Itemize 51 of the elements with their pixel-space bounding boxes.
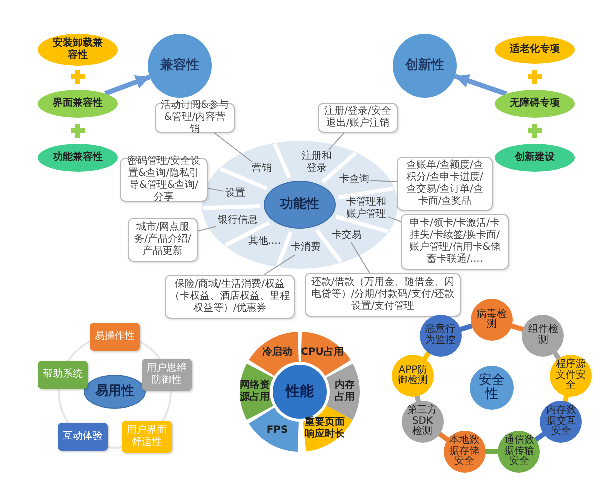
callout-box: 还款/借款（万用金、随借金、闪电贷等）/分期/付款码/支付/还款设置/支付管理 [305, 273, 461, 317]
leader-line [388, 216, 402, 222]
callout-box: 查账单/查额度/查积分/查申卡进度/查交易/查订单/查卡面/查奖品 [397, 157, 493, 211]
circle-node: 本地数据存储安全 [444, 430, 486, 473]
circle-node: APP防御检测 [392, 355, 434, 398]
segment-label: 卡消费 [290, 241, 322, 256]
leader-line [198, 226, 217, 232]
segment-label: 设置 [224, 186, 248, 201]
leader-line [208, 188, 224, 192]
segment-label: 卡管理和账户管理 [344, 196, 388, 222]
segment-label: 其他.... [244, 234, 285, 249]
segment-label: 注册和登录 [302, 150, 332, 176]
circle-node: 第三方SDK检测 [402, 401, 444, 443]
callout-box: 密码管理/安全设置&查询/隐私引导&管理&查询/分享 [120, 158, 208, 202]
leader-line [214, 132, 254, 163]
circle-node: 创新性 [393, 34, 457, 98]
oval-label: 适老化专项 [495, 36, 575, 64]
callout-box: 城市/网点服务/产品介绍/产品更新 [128, 218, 198, 262]
leader-line [370, 180, 398, 182]
oval-label: 界面兼容性 [38, 90, 118, 118]
segment-label: 卡交易 [331, 228, 364, 243]
circle-node: 兼容性 [148, 34, 212, 98]
callout-box: 保险/商城/生活消费/权益（卡权益、酒店权益、里程权益等）/优惠券 [165, 275, 295, 319]
rounded-box: 易操作性 [90, 323, 140, 351]
callout-box: 注册/登录/安全退出/账户注销 [318, 103, 398, 133]
callout-box: 申卡/领卡/卡激活/卡挂失/卡续签/换卡面/账户管理/信用卡&储蓄卡联通/.... [401, 214, 509, 270]
rounded-box: 互动体验 [58, 423, 108, 451]
oval-label: 创新建设 [495, 144, 575, 172]
center-ellipse: 易用性 [84, 375, 146, 409]
circle-node: 恶意行为监控 [420, 314, 462, 357]
oval-label: 功能兼容性 [38, 144, 118, 172]
center-circle: 安全性 [470, 366, 514, 410]
circle-node: 病毒检测 [471, 299, 513, 341]
rounded-box: 帮助系统 [38, 361, 88, 389]
circle-node: 组件检测 [522, 314, 564, 357]
segment-label: 卡查询 [338, 173, 371, 188]
circle-node: 通信数据传输安全 [498, 430, 540, 473]
leader-line [264, 254, 296, 276]
leader-line [328, 132, 345, 150]
block-arrow [454, 74, 508, 97]
leader-line [350, 242, 370, 274]
segment-label: 营销 [250, 162, 274, 176]
block-arrow [104, 74, 151, 96]
rounded-box: 用户界面舒适性 [122, 421, 172, 453]
oval-label: 无障碍专项 [495, 90, 575, 118]
rounded-box: 用户思维防御性 [142, 359, 192, 391]
circle-node: 内存数据交互安全 [540, 401, 582, 443]
pie-segment-label: FPS [264, 424, 290, 438]
circle-node: 程序源文件安全 [550, 355, 592, 398]
oval-label: 安装卸载兼容性 [38, 34, 118, 66]
segment-label: 银行信息 [216, 214, 260, 228]
